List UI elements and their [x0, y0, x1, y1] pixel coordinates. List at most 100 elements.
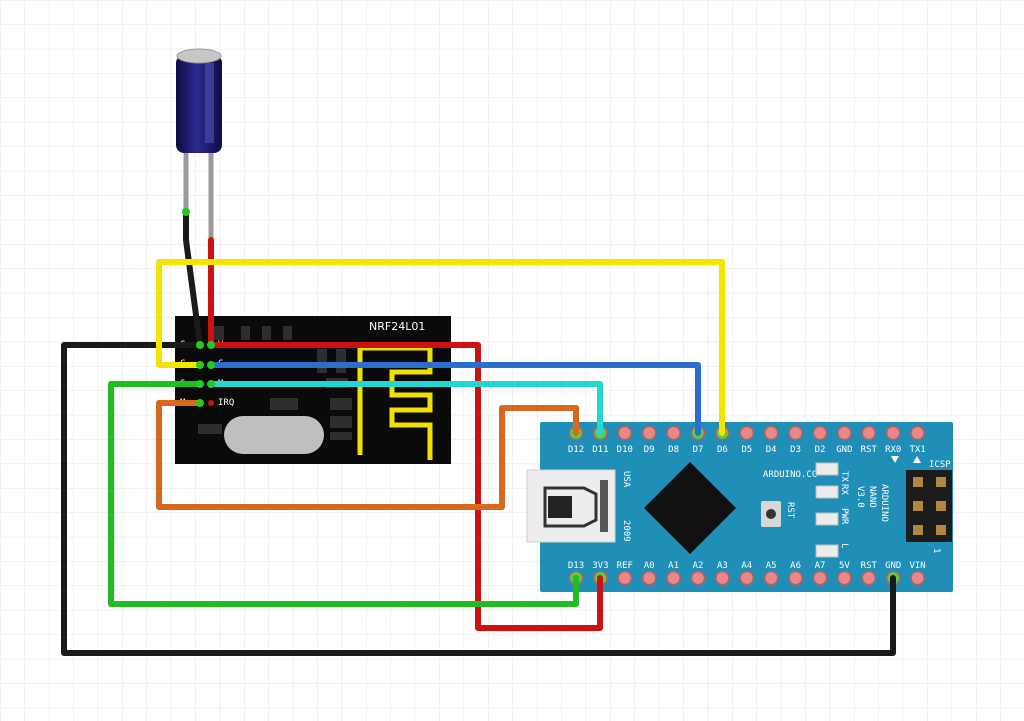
bottom-pin-label: A5: [766, 561, 777, 571]
bottom-pin-label: A3: [717, 561, 728, 571]
capacitor-top: [176, 48, 222, 64]
bottom-pin-5v[interactable]: [837, 570, 852, 586]
board-country-label: USA: [621, 471, 631, 488]
nrf-crystal: [224, 416, 324, 454]
top-pin-label: D6: [717, 445, 728, 455]
bottom-pin-header: D13 3V3 REF A0 A1 A2 A3 A4 A5 A6 A7 5V RST GND VIN: [568, 561, 926, 586]
svg-text:TX: TX: [839, 471, 849, 482]
nrf-title: NRF24L01: [369, 320, 425, 333]
svg-text:IRQ: IRQ: [218, 398, 234, 408]
top-pin-label: D5: [741, 445, 752, 455]
bottom-pin-a5[interactable]: [763, 570, 779, 586]
top-pin-label: RX0: [885, 445, 901, 455]
wire-ce-d6[interactable]: [156, 259, 725, 436]
wire-miso-d12[interactable]: [156, 400, 579, 510]
wire-sck-d13[interactable]: [108, 381, 579, 607]
top-pin-label: D11: [592, 445, 608, 455]
bottom-pin-label: A4: [741, 561, 752, 571]
rst-label: RST: [785, 502, 795, 519]
model-line-1: ARDUINO: [879, 484, 889, 522]
bottom-pin-a2[interactable]: [690, 570, 706, 586]
top-pin-label: D12: [568, 445, 584, 455]
top-pin-label: D4: [766, 445, 777, 455]
top-pin-tx1[interactable]: [910, 425, 925, 441]
bottom-pin-label: A6: [790, 561, 801, 571]
wire-3v3[interactable]: [208, 342, 603, 631]
model-line-2: NANO: [867, 486, 877, 508]
icsp-pins: [913, 477, 946, 535]
bottom-pin-label: A1: [668, 561, 679, 571]
bottom-pin-label: A2: [693, 561, 704, 571]
model-line-3: V3.0: [855, 486, 865, 508]
capacitor[interactable]: [176, 48, 222, 240]
top-pin-label: TX1: [909, 445, 925, 455]
bottom-pin-a6[interactable]: [788, 570, 803, 586]
bottom-pin-a0[interactable]: [641, 570, 657, 586]
bottom-pin-label: RST: [861, 561, 878, 571]
svg-text:RX: RX: [839, 484, 849, 495]
bottom-pin-label: D13: [568, 561, 584, 571]
top-pin-label: RST: [861, 445, 878, 455]
capacitor-body: [176, 55, 222, 153]
tx-arrow-icon: [913, 456, 921, 463]
bottom-pin-a1[interactable]: [666, 570, 681, 586]
icsp-label: ICSP: [929, 460, 951, 470]
top-pin-d3[interactable]: [788, 425, 803, 441]
top-pin-label: GND: [836, 445, 852, 455]
bottom-pin-a4[interactable]: [739, 570, 755, 586]
top-pin-gnd[interactable]: [837, 425, 852, 441]
arduino-pcb: [540, 422, 953, 592]
wire-mosi-d11[interactable]: [208, 381, 603, 436]
top-pin-label: D3: [790, 445, 801, 455]
usb-port-inner: [548, 496, 572, 518]
top-pin-label: D2: [815, 445, 826, 455]
icsp-header[interactable]: ICSP 1: [906, 460, 952, 553]
wires: [61, 208, 896, 656]
svg-text:L: L: [839, 543, 849, 548]
usb-port-outline: [543, 486, 598, 528]
bottom-pin-vin[interactable]: [910, 570, 925, 586]
top-pin-d5[interactable]: [739, 425, 755, 441]
board-brand-label: ARDUINO.CC: [763, 470, 817, 480]
nrf24l01-module[interactable]: NRF24L01 G C S M V C M IRQ: [175, 316, 451, 464]
top-pin-label: D8: [668, 445, 679, 455]
bottom-pin-a3[interactable]: [715, 570, 730, 586]
board-year-label: 2009: [621, 520, 631, 542]
bottom-pin-label: A7: [815, 561, 826, 571]
top-pin-d9[interactable]: [641, 425, 657, 441]
top-pin-d10[interactable]: [617, 425, 633, 441]
capacitor-stripe: [205, 63, 214, 143]
rx-arrow-icon: [891, 456, 899, 463]
bottom-pin-ref[interactable]: [617, 570, 633, 586]
bottom-pin-label: REF: [617, 561, 633, 571]
wire-gnd[interactable]: [61, 342, 896, 656]
bottom-pin-label: A0: [644, 561, 655, 571]
reset-button-cap: [766, 509, 776, 519]
bottom-pin-a7[interactable]: [812, 570, 828, 586]
top-pin-header: D12 D11 D10 D9 D8 D7 D6 D5 D4 D3 D2 GND RST RX0 TX1: [568, 425, 926, 455]
bottom-pin-label: GND: [885, 561, 901, 571]
bottom-pin-label: 3V3: [592, 561, 608, 571]
microcontroller-chip: [644, 462, 736, 554]
status-leds: TX RX PWR L: [815, 462, 849, 558]
bottom-pin-rst[interactable]: [861, 570, 877, 586]
top-pin-label: D10: [617, 445, 633, 455]
bottom-pin-label: VIN: [909, 561, 925, 571]
top-pin-label: D7: [693, 445, 704, 455]
top-pin-label: D9: [644, 445, 655, 455]
svg-text:PWR: PWR: [839, 508, 849, 525]
usb-shield: [600, 480, 608, 532]
wire-csn-d7[interactable]: [208, 362, 701, 436]
icsp-pin1-label: 1: [931, 548, 941, 553]
top-pin-d2[interactable]: [812, 425, 828, 441]
top-pin-d4[interactable]: [763, 425, 779, 441]
bottom-pin-label: 5V: [839, 561, 850, 571]
top-pin-rx0[interactable]: [885, 425, 901, 441]
wire-endpoints: [182, 208, 215, 407]
arduino-nano-board[interactable]: USA 2009 ARDUINO.CC RST ARDUINO NANO V3.…: [526, 422, 953, 592]
wire-capacitor-negative[interactable]: [183, 209, 203, 348]
top-pin-rst[interactable]: [861, 425, 877, 441]
top-pin-d8[interactable]: [666, 425, 681, 441]
